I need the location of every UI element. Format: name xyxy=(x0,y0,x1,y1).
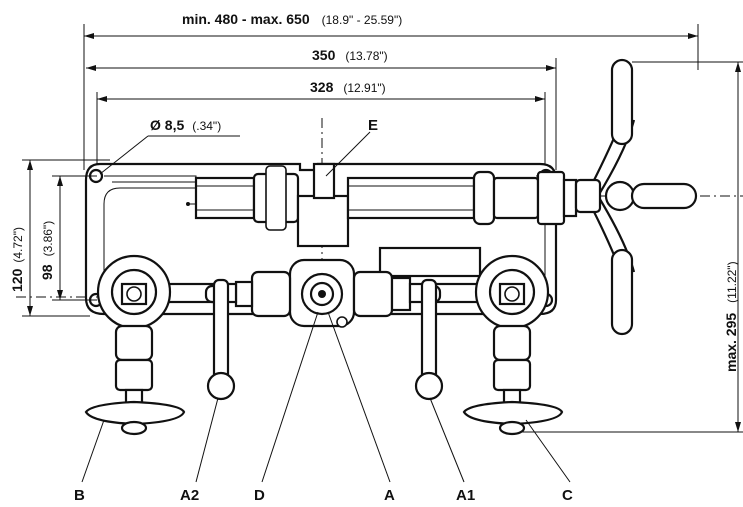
hand-wheel xyxy=(574,58,698,336)
part-labels: E B A2 D A A1 C xyxy=(74,117,573,504)
upper-pipe-assembly xyxy=(186,162,578,248)
dimension-lines xyxy=(16,24,743,433)
label-a2: A2 xyxy=(180,487,199,504)
label-e: E xyxy=(368,117,378,134)
leader-lines xyxy=(81,131,571,483)
left-valve-b xyxy=(84,254,186,436)
height-120-text: 120 (4.72") xyxy=(9,227,26,292)
height-295-text: max. 295 (11.22") xyxy=(723,261,740,372)
label-c: C xyxy=(562,487,573,504)
length-328-text: 328 (12.91") xyxy=(310,79,386,96)
height-98-text: 98 (3.86") xyxy=(39,221,56,280)
right-valve-c xyxy=(462,254,564,436)
dimension-texts: min. 480 - max. 650 (18.9" - 25.59") 350… xyxy=(9,11,740,372)
overall-width-text: min. 480 - max. 650 (18.9" - 25.59") xyxy=(182,11,402,28)
label-b: B xyxy=(74,487,85,504)
label-a: A xyxy=(384,487,395,504)
label-d: D xyxy=(254,487,265,504)
label-a1: A1 xyxy=(456,487,475,504)
side-pipes xyxy=(164,278,492,401)
length-350-text: 350 (13.78") xyxy=(312,47,388,64)
hole-diameter-text: Ø 8,5 (.34") xyxy=(150,117,221,134)
center-valve-block xyxy=(234,246,482,328)
